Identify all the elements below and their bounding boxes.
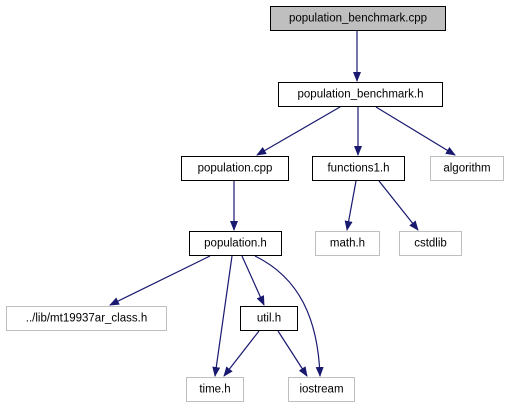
edge-population_h-to-util_h [241,255,265,306]
node-box [315,231,380,256]
node-label: algorithm [443,163,490,175]
node-functions1_h[interactable]: functions1.h [312,156,405,181]
node-label: ../lib/mt19937ar_class.h [26,313,147,325]
node-label: population.cpp [198,163,273,175]
edge-util_h-to-time_h [223,330,260,377]
node-box [189,231,282,256]
node-population_benchmark_h[interactable]: population_benchmark.h [278,82,443,107]
edge-population_benchmark_h-to-algorithm [375,106,456,156]
edge-population_h-to-mt19937ar_class_h [109,255,211,306]
edge-population_benchmark_h-to-population_cpp [256,106,341,156]
node-util_h[interactable]: util.h [240,306,298,331]
node-math_h: math.h [315,231,380,256]
node-time_h: time.h [186,377,244,402]
edge-functions1_h-to-math_h [344,180,357,231]
node-label: functions1.h [327,163,389,175]
node-box [6,306,167,331]
node-label: iostream [299,384,343,396]
node-population_h[interactable]: population.h [189,231,282,256]
edge-functions1_h-to-cstdlib [378,180,419,231]
node-label: population_benchmark.cpp [289,13,427,25]
node-box [270,6,446,31]
nodes-layer: population_benchmark.cpp population_bench… [6,6,504,402]
node-box [186,377,244,402]
node-box [278,82,443,107]
node-cstdlib: cstdlib [399,231,462,256]
node-algorithm: algorithm [430,156,504,181]
node-box [181,156,289,181]
node-label: math.h [330,238,365,250]
node-box [312,156,405,181]
node-box [430,156,504,181]
node-iostream: iostream [288,377,355,402]
node-label: population_benchmark.h [298,89,424,101]
node-label: cstdlib [414,238,447,250]
node-box [288,377,355,402]
node-population_cpp[interactable]: population.cpp [181,156,289,181]
edge-util_h-to-iostream [277,330,308,377]
edge-population_h-to-iostream [254,255,324,377]
node-population_benchmark_cpp[interactable]: population_benchmark.cpp [270,6,446,31]
node-box [240,306,298,331]
node-box [399,231,462,256]
edge-population_h-to-time_h [212,255,233,377]
node-label: util.h [257,313,281,325]
node-label: population.h [204,238,267,250]
edges-layer [109,31,456,377]
node-label: time.h [199,384,230,396]
node-mt19937ar_class_h: ../lib/mt19937ar_class.h [6,306,167,331]
